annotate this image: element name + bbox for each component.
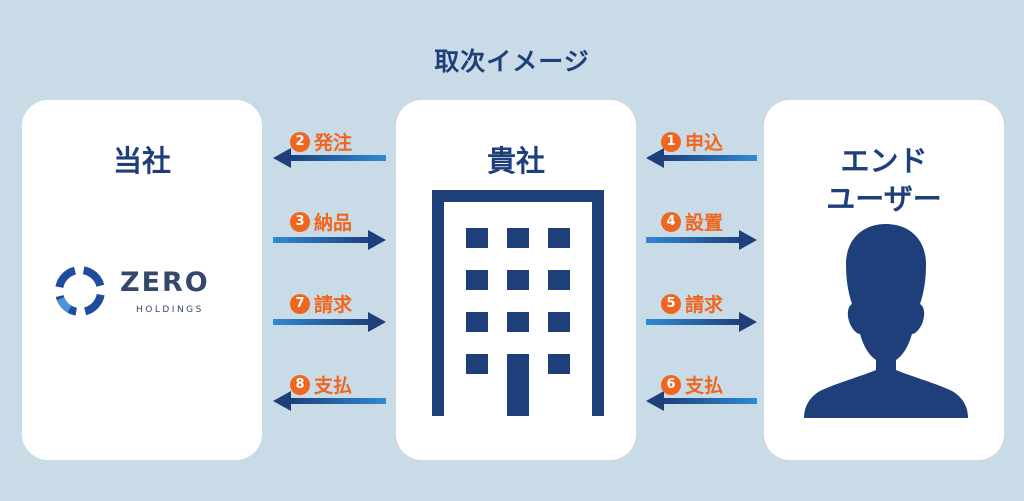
flow-arrow-right <box>273 230 386 250</box>
building-icon <box>432 190 604 416</box>
end-user-card-title: エンド ユーザー <box>764 142 1004 218</box>
end-user-title-line2: ユーザー <box>826 182 942 216</box>
step-number-badge: 4 <box>661 211 681 232</box>
ring-logo-icon <box>55 266 105 316</box>
end-user-card: エンド ユーザー <box>764 100 1004 460</box>
company-card: 当社 ZERO HOLDINGS <box>22 100 262 460</box>
step-label: 支払 <box>314 375 353 397</box>
person-silhouette-icon <box>804 224 968 418</box>
step-number-badge: 6 <box>661 374 681 395</box>
step-label: 請求 <box>685 294 724 316</box>
flow-arrow-left <box>273 148 386 168</box>
diagram-title: 取次イメージ <box>434 47 590 76</box>
logo-subtitle: HOLDINGS <box>136 305 204 315</box>
step-label: 納品 <box>314 212 353 234</box>
step-number-badge: 1 <box>661 131 681 152</box>
flow-arrow-right <box>646 312 757 332</box>
flow-arrow-right <box>273 312 386 332</box>
client-card: 貴社 <box>396 100 636 460</box>
step-label: 請求 <box>314 294 353 316</box>
step-number-badge: 8 <box>290 374 310 395</box>
flow-arrow-left <box>646 148 757 168</box>
logo-wordmark: ZERO <box>120 267 210 298</box>
end-user-title-line1: エンド <box>840 144 928 178</box>
step-label: 発注 <box>314 132 353 154</box>
step-label: 支払 <box>685 375 724 397</box>
zero-holdings-logo: ZERO HOLDINGS <box>52 263 242 323</box>
flow-arrow-right <box>646 230 757 250</box>
step-label: 申込 <box>685 132 724 154</box>
step-number-badge: 3 <box>290 211 310 232</box>
client-card-title: 貴社 <box>486 144 545 178</box>
step-label: 設置 <box>685 212 724 234</box>
flow-arrow-left <box>646 391 757 411</box>
step-number-badge: 7 <box>290 293 310 314</box>
step-number-badge: 5 <box>661 293 681 314</box>
step-number-badge: 2 <box>290 131 310 152</box>
company-card-title: 当社 <box>112 144 171 178</box>
flow-arrow-left <box>273 391 386 411</box>
